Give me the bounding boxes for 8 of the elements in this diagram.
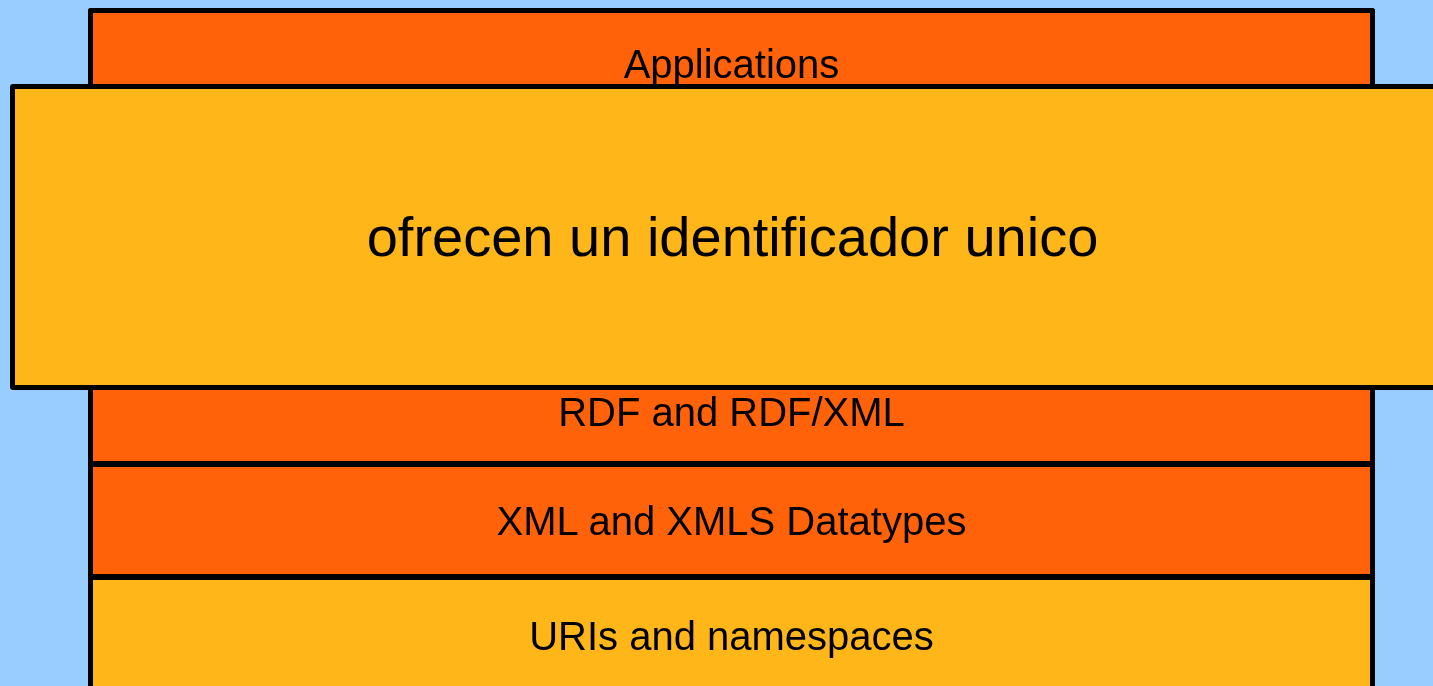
layer-label: XML and XMLS Datatypes [496,499,967,542]
layer-label: RDF and RDF/XML [558,391,905,433]
layer-box [88,575,1375,686]
layer-label: ofrecen un identificador unico [366,207,1099,267]
layer-box [88,8,1375,84]
layer-label: URIs and namespaces [529,615,934,657]
layer-label: Applications [623,43,840,85]
layer-box [10,84,1433,390]
